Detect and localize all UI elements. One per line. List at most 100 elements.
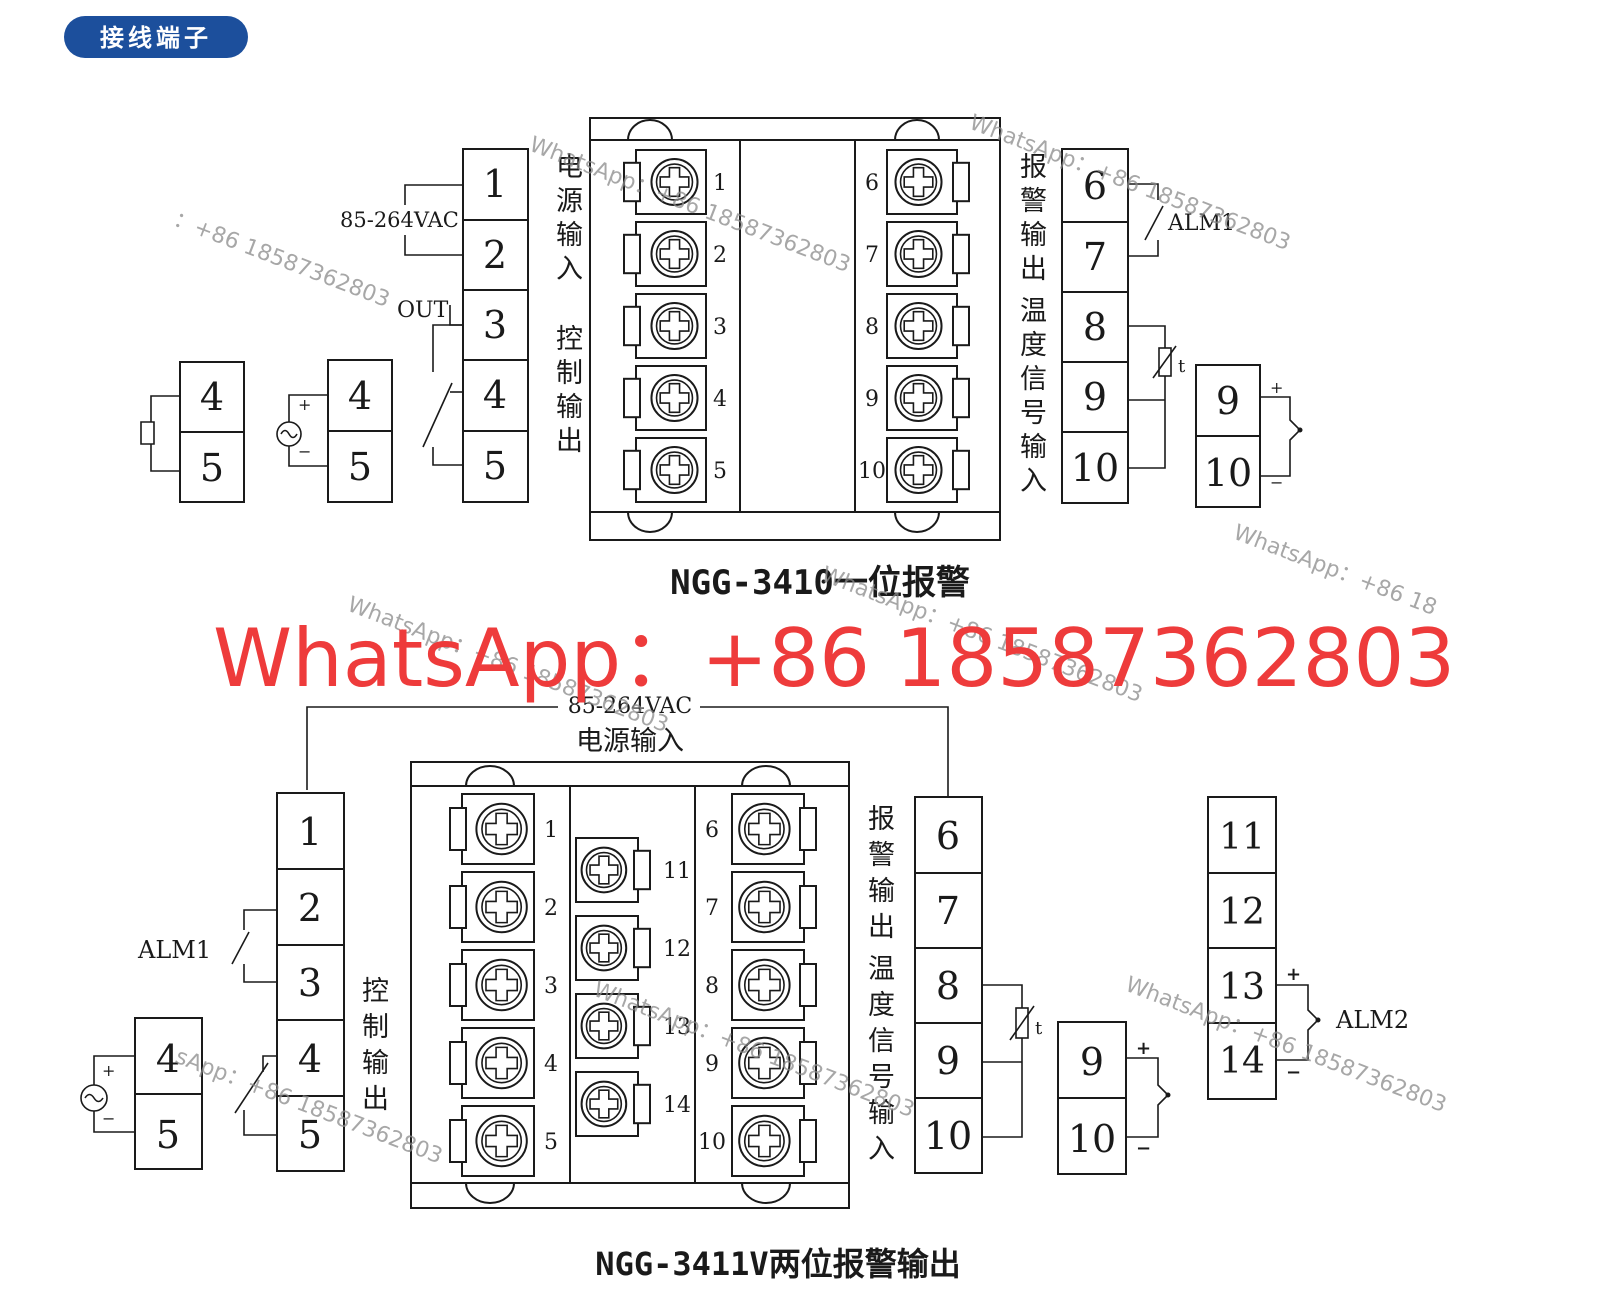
top-screw-terminal-9-number: 9 xyxy=(865,387,879,412)
bottom-voltage-pair: 4 5 + − xyxy=(80,1017,203,1170)
bottom-screw-terminal-4: 4 xyxy=(449,1027,558,1099)
bottom-power-section-label: 电源输入 xyxy=(576,726,684,757)
alm2-terminal-12: 12 xyxy=(1219,892,1265,933)
top-power-section-label: 电源输入 xyxy=(556,152,583,285)
watermark-small-4: WhatsApp：+86 18 xyxy=(1230,520,1440,621)
thermocouple-icon xyxy=(1126,1057,1170,1138)
top-right-terminal-9: 9 xyxy=(1083,375,1107,419)
top-pulse-terminal-5: 5 xyxy=(200,446,224,490)
bottom-right-terminal-9: 9 xyxy=(936,1039,960,1083)
top-screw-terminal-2: 2 xyxy=(623,221,727,287)
bottom-alm1-label: ALM1 xyxy=(137,936,211,964)
bottom-block-body xyxy=(410,761,850,1209)
badge-background xyxy=(64,16,248,58)
bottom-left-terminal-5: 5 xyxy=(298,1113,322,1157)
top-screw-terminal-2-number: 2 xyxy=(713,243,727,268)
top-screw-terminal-3: 3 xyxy=(623,293,727,359)
top-screw-terminal-5: 5 xyxy=(623,437,727,503)
top-voltage-terminal-4: 4 xyxy=(348,374,372,418)
top-screw-terminal-7: 7 xyxy=(865,221,970,287)
top-temp-section-label: 温度信号输入 xyxy=(1020,296,1047,497)
bottom-right-terminal-10: 10 xyxy=(924,1114,972,1158)
top-pulse-pair: 4 5 xyxy=(140,361,245,503)
bottom-left-terminal-3: 3 xyxy=(298,961,322,1005)
top-right-terminal-8: 8 xyxy=(1083,305,1107,349)
top-screw-terminal-8-number: 8 xyxy=(865,315,879,340)
pulse-icon xyxy=(140,395,180,445)
top-voltage-terminal-5: 5 xyxy=(348,445,372,489)
top-voltage-plus: + xyxy=(298,395,311,414)
bottom-screw-terminal-12-number: 12 xyxy=(663,937,691,962)
bottom-tc-terminal-10: 10 xyxy=(1068,1117,1116,1161)
bottom-left-terminal-4: 4 xyxy=(298,1037,322,1081)
top-rtd-wiring: t xyxy=(1128,325,1186,469)
bottom-control-wiring: 控制输出 xyxy=(234,976,389,1136)
alm2-plus: + xyxy=(1286,964,1301,985)
top-left-terminal-4: 4 xyxy=(483,373,507,417)
bottom-power-label: 85-264VAC xyxy=(568,694,693,719)
top-voltage-pair: 4 5 + − xyxy=(276,359,393,503)
top-screw-terminal-3-number: 3 xyxy=(713,315,727,340)
bottom-tc-plus: + xyxy=(1136,1038,1151,1059)
top-screw-terminal-9: 9 xyxy=(865,365,970,431)
bottom-screw-terminal-8: 8 xyxy=(705,949,817,1021)
top-right-terminal-6: 6 xyxy=(1083,164,1107,208)
top-rtd-symbol: t xyxy=(1178,356,1186,377)
top-right-section-labels: 报警输出 温度信号输入 xyxy=(1020,152,1047,497)
bottom-screw-terminal-13: 13 xyxy=(575,993,691,1059)
bottom-thermocouple-pair: 9 10 + − xyxy=(1057,1021,1171,1175)
top-screw-terminal-6: 6 xyxy=(865,149,970,215)
bottom-right-terminal-8: 8 xyxy=(936,964,960,1008)
badge-label: 接线端子 xyxy=(100,24,212,52)
top-left-terminal-strip: 1 2 3 4 5 xyxy=(462,148,529,503)
bottom-screw-terminal-5-number: 5 xyxy=(544,1130,558,1155)
top-screw-terminal-7-number: 7 xyxy=(865,243,879,268)
bottom-screw-terminal-10: 10 xyxy=(698,1105,817,1177)
bottom-temp-section-label: 温度信号输入 xyxy=(868,954,895,1165)
top-tc-plus: + xyxy=(1270,378,1283,397)
top-alm1-label: ALM1 xyxy=(1167,211,1235,236)
watermark-small-7: WhatsApp：+86 18587362803 xyxy=(1122,972,1450,1118)
bottom-tc-terminal-9: 9 xyxy=(1080,1040,1104,1084)
bottom-rtd-wiring: t xyxy=(982,984,1043,1138)
top-left-terminal-3: 3 xyxy=(483,303,507,347)
bottom-model-label: NGG-3411V两位报警输出 xyxy=(595,1245,960,1283)
bottom-screw-terminal-2-number: 2 xyxy=(544,896,558,921)
bottom-left-terminal-1: 1 xyxy=(298,810,322,854)
top-right-terminal-7: 7 xyxy=(1083,235,1107,279)
bottom-screw-terminal-7: 7 xyxy=(705,871,817,943)
top-screw-terminal-8: 8 xyxy=(865,293,970,359)
bottom-screw-terminal-6-number: 6 xyxy=(705,818,719,843)
bottom-power-wiring: 85-264VAC 电源输入 xyxy=(306,694,949,797)
bottom-voltage-terminal-4: 4 xyxy=(156,1037,180,1081)
bottom-alm1-wiring: ALM1 xyxy=(137,909,277,983)
bottom-voltage-plus: + xyxy=(102,1061,115,1080)
top-screw-terminal-4-number: 4 xyxy=(713,387,727,412)
alm2-minus: − xyxy=(1286,1062,1301,1083)
bottom-alm2-terminal-strip: 11 12 13 14 + − ALM2 xyxy=(1207,796,1409,1100)
bottom-screw-terminal-11-number: 11 xyxy=(663,859,691,884)
top-screw-terminal-10: 10 xyxy=(858,437,970,503)
top-screw-terminal-5-number: 5 xyxy=(713,459,727,484)
top-out-label: OUT xyxy=(397,298,449,323)
bottom-screw-terminal-13-number: 13 xyxy=(663,1015,691,1040)
bottom-screw-terminal-10-number: 10 xyxy=(698,1130,726,1155)
top-alarm-section-label: 报警输出 xyxy=(1020,152,1047,285)
top-tc-terminal-10: 10 xyxy=(1204,451,1252,495)
bottom-screw-terminal-12: 12 xyxy=(575,915,691,981)
bottom-screw-terminal-3: 3 xyxy=(449,949,558,1021)
top-screw-terminal-6-number: 6 xyxy=(865,171,879,196)
top-right-terminal-strip: 6 7 8 9 10 xyxy=(1061,148,1129,504)
bottom-control-section-label: 控制输出 xyxy=(362,976,389,1115)
top-thermocouple-pair: 9 10 + − xyxy=(1195,364,1303,508)
top-tc-minus: − xyxy=(1270,473,1283,492)
top-voltage-minus: − xyxy=(298,442,311,461)
bottom-screw-terminal-14: 14 xyxy=(575,1071,691,1137)
top-left-terminal-5: 5 xyxy=(483,444,507,488)
alm2-terminal-14: 14 xyxy=(1219,1041,1265,1082)
bottom-screw-terminal-6: 6 xyxy=(705,793,817,865)
bottom-right-terminal-6: 6 xyxy=(936,814,960,858)
bottom-right-terminal-7: 7 xyxy=(936,889,960,933)
